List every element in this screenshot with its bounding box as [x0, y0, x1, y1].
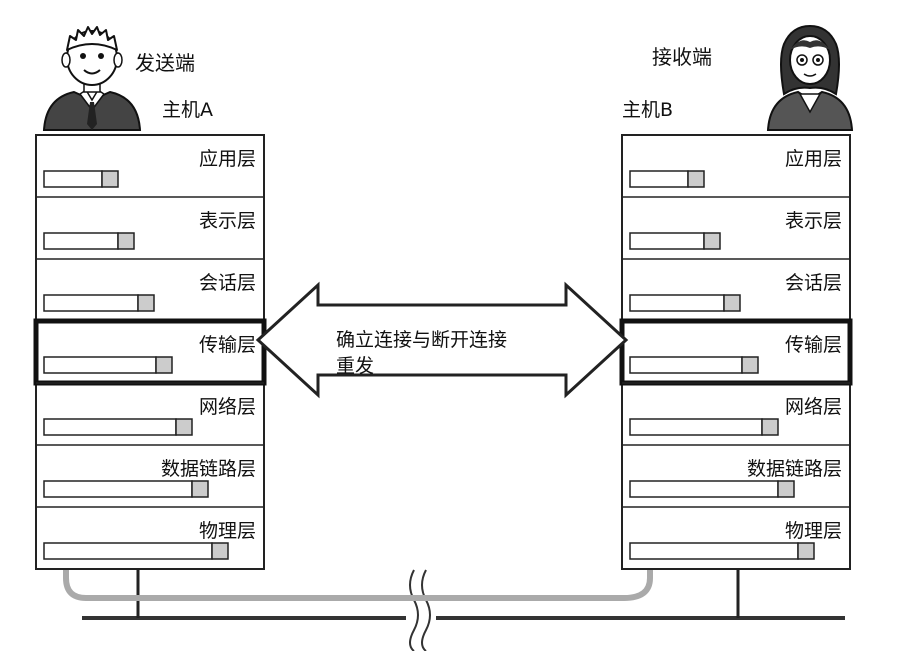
host-b-packet-body	[629, 232, 705, 250]
host-b-packet-body	[629, 542, 799, 560]
host-a-packet-body	[43, 542, 213, 560]
host-b-layer-label: 会话层	[785, 272, 842, 294]
arrow-text-line1: 确立连接与断开连接	[336, 329, 507, 351]
host-a-packet-body	[43, 356, 157, 374]
host-b-layer-label: 传输层	[785, 334, 842, 356]
host-a-packet-body	[43, 232, 119, 250]
host-b-layer-label: 应用层	[785, 148, 842, 170]
host-a-packet-body	[43, 418, 177, 436]
host-a-layer-label: 物理层	[199, 520, 256, 542]
host-b-packet-header	[761, 418, 779, 436]
host-b-packet-header	[777, 480, 795, 498]
host-a-packet-body	[43, 170, 103, 188]
host-a-packet-header	[101, 170, 119, 188]
receiver-person-icon	[766, 24, 854, 131]
host-b-layer-label: 网络层	[785, 396, 842, 418]
host-b-packet-header	[741, 356, 759, 374]
sender-role-label: 发送端	[135, 51, 195, 75]
host-b-packet-body	[629, 356, 743, 374]
host-a-layer-label: 应用层	[199, 148, 256, 170]
host-a-packet-header	[191, 480, 209, 498]
host-a-packet-header	[211, 542, 229, 560]
data-flow-path	[63, 190, 653, 601]
sender-person-icon	[42, 26, 142, 131]
host-a-packet-header	[117, 232, 135, 250]
host-a-packet-header	[137, 294, 155, 312]
host-a-layer-label: 传输层	[199, 334, 256, 356]
host-a-packet-body	[43, 294, 139, 312]
host-b-layer-label: 物理层	[785, 520, 842, 542]
connection-double-arrow: 确立连接与断开连接 重发	[255, 281, 629, 399]
arrow-text-line2: 重发	[336, 355, 374, 377]
receiver-role-label: 接收端	[652, 45, 712, 69]
host-a-layer-label: 数据链路层	[161, 458, 256, 480]
host-a-layer-label: 网络层	[199, 396, 256, 418]
host-b-layer-label: 表示层	[785, 210, 842, 232]
host-b-packet-header	[687, 170, 705, 188]
host-b-packet-body	[629, 418, 763, 436]
host-b-packet-body	[629, 480, 779, 498]
host-a-layer-label: 表示层	[199, 210, 256, 232]
host-a-packet-header	[175, 418, 193, 436]
host-b-packet-header	[797, 542, 815, 560]
host-b-packet-header	[703, 232, 721, 250]
sender-host-label: 主机A	[162, 99, 213, 121]
host-b-packet-body	[629, 294, 725, 312]
host-a-packet-body	[43, 480, 193, 498]
receiver-host-label: 主机B	[622, 99, 673, 121]
host-a-packet-header	[155, 356, 173, 374]
host-a-layer-label: 会话层	[199, 272, 256, 294]
host-b-layer-label: 数据链路层	[747, 458, 842, 480]
host-b-packet-header	[723, 294, 741, 312]
host-b-packet-body	[629, 170, 689, 188]
